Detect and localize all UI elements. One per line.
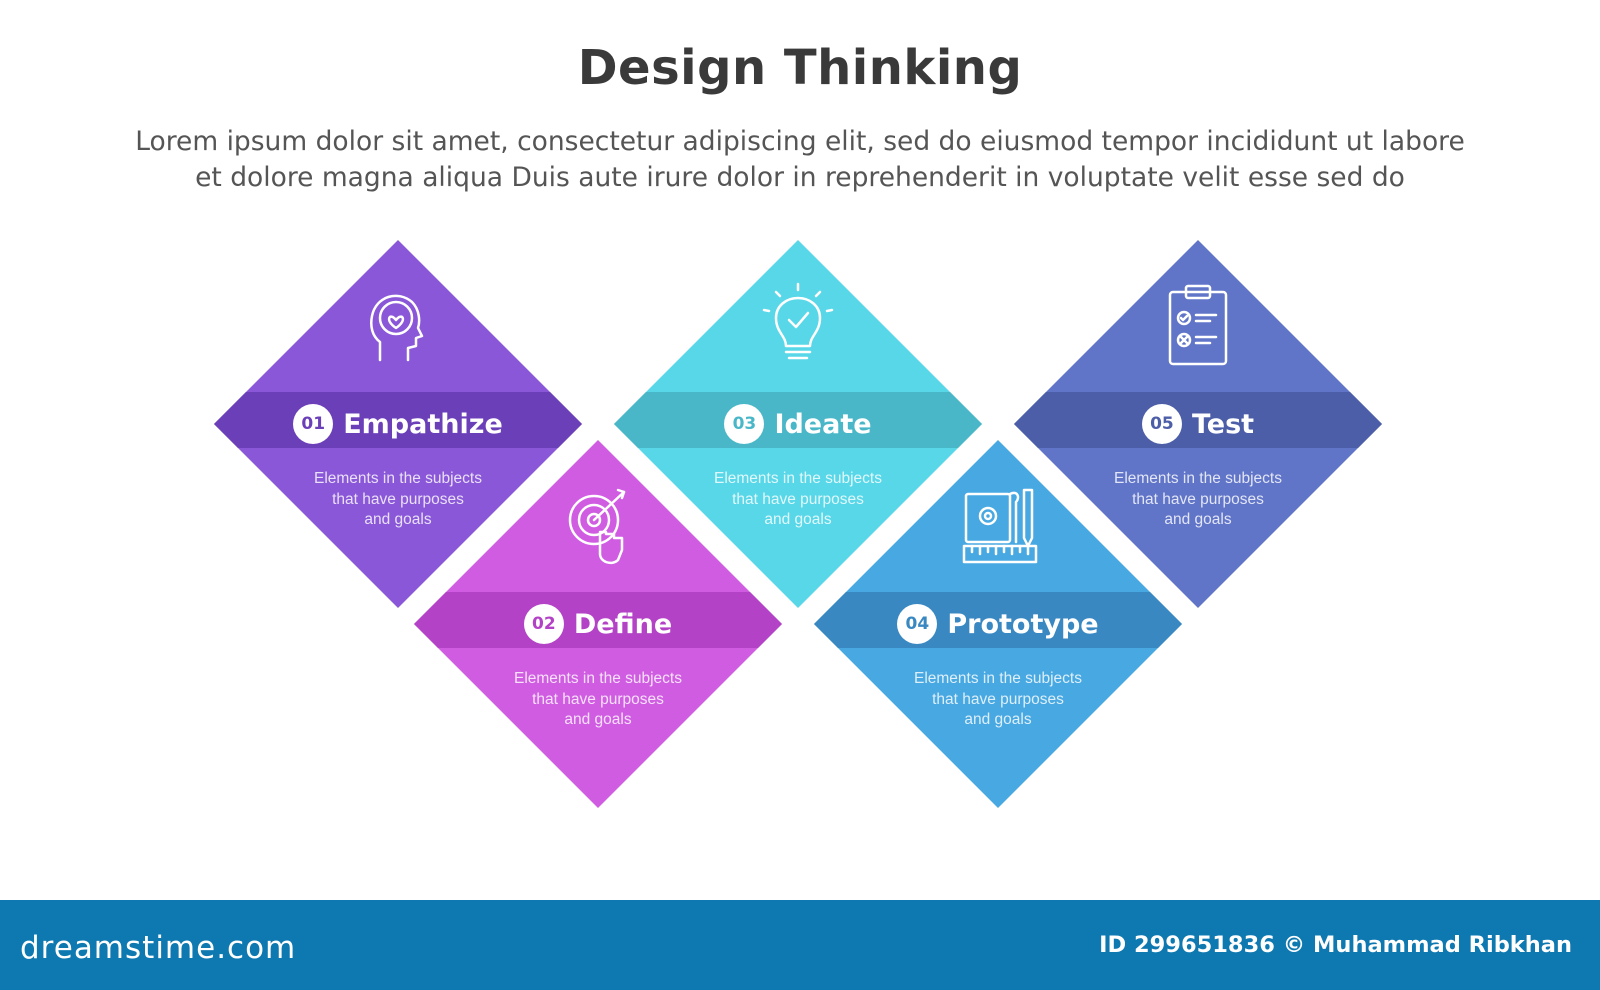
step-description-line: Elements in the subjects (1113, 470, 1282, 487)
step-description-line: that have purposes (732, 490, 864, 508)
clipboard-icon (1168, 284, 1228, 366)
step-test: 05 Test Elements in the subjects that ha… (1014, 240, 1382, 608)
step-description: Elements in the subjects that have purpo… (898, 669, 1098, 731)
subtitle-line: Lorem ipsum dolor sit amet, consectetur … (135, 126, 1465, 157)
step-prototype: 04 Prototype Elements in the subjects th… (814, 440, 1182, 808)
step-description-line: and goals (1164, 511, 1232, 528)
step-empathize: 01 Empathize Elements in the subjects th… (214, 240, 582, 608)
step-number-badge: 04 (897, 604, 938, 644)
step-description: Elements in the subjects that have purpo… (298, 469, 498, 531)
step-title: Empathize (343, 408, 503, 440)
step-description-line: and goals (964, 711, 1032, 728)
step-description-line: and goals (364, 511, 432, 528)
step-number-badge: 01 (293, 404, 334, 444)
design-tools-icon (962, 488, 1038, 564)
page-title: Design Thinking (577, 40, 1023, 96)
step-description-line: and goals (564, 711, 632, 728)
step-title: Prototype (947, 608, 1099, 640)
step-description-line: that have purposes (332, 490, 464, 508)
step-define: 02 Define Elements in the subjects that … (414, 440, 782, 808)
step-description: Elements in the subjects that have purpo… (698, 469, 898, 531)
step-number-badge: 05 (1141, 404, 1182, 444)
diamond-shape (614, 240, 982, 608)
diamond-shape (1014, 240, 1382, 608)
subtitle-line: et dolore magna aliqua Duis aute irure d… (195, 162, 1405, 193)
step-description-line: and goals (764, 511, 832, 528)
step-description-line: that have purposes (532, 690, 664, 708)
step-ideate: 03 Ideate Elements in the subjects that … (614, 240, 982, 608)
design-thinking-diagram: 01 Empathize Elements in the subjects th… (214, 240, 1382, 808)
step-title: Test (1191, 408, 1255, 440)
head-heart-icon (370, 294, 424, 362)
step-description-line: Elements in the subjects (913, 670, 1082, 687)
step-header: 02 Define (414, 600, 782, 648)
footer-credit: ID 299651836 © Muhammad Ribkhan (1099, 932, 1572, 958)
step-title: Define (573, 608, 673, 640)
step-header: 03 Ideate (614, 400, 982, 448)
step-number-badge: 02 (523, 604, 564, 644)
step-description-line: Elements in the subjects (713, 470, 882, 487)
subtitle: Lorem ipsum dolor sit amet, consectetur … (60, 124, 1540, 196)
diamond-shape (814, 440, 1182, 808)
step-header: 01 Empathize (214, 400, 582, 448)
step-description-line: Elements in the subjects (513, 670, 682, 687)
step-number-badge: 03 (724, 404, 765, 444)
step-description: Elements in the subjects that have purpo… (498, 669, 698, 731)
footer-brand-logo[interactable]: dreamstime.com (20, 930, 297, 966)
diamond-shape (414, 440, 782, 808)
step-description-line: that have purposes (932, 690, 1064, 708)
footer-bar (0, 900, 1600, 990)
step-description: Elements in the subjects that have purpo… (1098, 469, 1298, 531)
step-description-line: that have purposes (1132, 490, 1264, 508)
diamond-shape (214, 240, 582, 608)
step-header: 05 Test (1014, 400, 1382, 448)
step-header: 04 Prototype (814, 600, 1182, 648)
step-title: Ideate (774, 408, 872, 440)
lightbulb-icon (762, 282, 834, 360)
step-description-line: Elements in the subjects (313, 470, 482, 487)
target-hand-icon (568, 488, 626, 565)
